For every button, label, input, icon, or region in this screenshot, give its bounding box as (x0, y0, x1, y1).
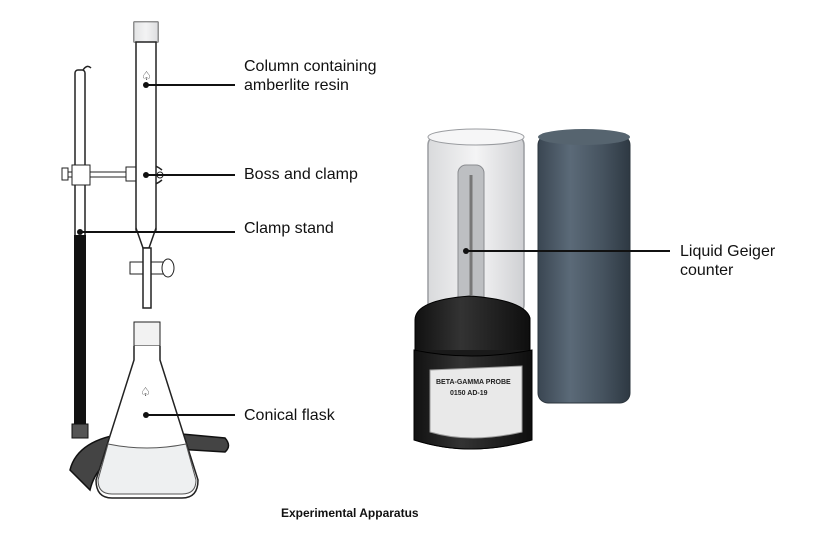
svg-text:♤: ♤ (140, 385, 151, 399)
leader-geiger (463, 248, 670, 254)
figure-caption: Experimental Apparatus (281, 506, 419, 520)
probe-text-line2: 0150 AD-19 (450, 390, 488, 397)
leader-clamp-stand (77, 229, 235, 235)
resin-column: ♤ (129, 21, 175, 309)
svg-text:♤: ♤ (141, 69, 152, 83)
label-clamp-stand: Clamp stand (244, 220, 334, 237)
label-column: Column containing amberlite resin (244, 58, 377, 94)
leader-column (143, 82, 235, 88)
probe-text-line1: BETA-GAMMA PROBE (436, 379, 511, 386)
conical-flask: ♤ (95, 321, 199, 499)
boss-and-clamp (61, 164, 164, 186)
leader-boss-clamp (143, 172, 235, 178)
label-boss-and-clamp: Boss and clamp (244, 166, 358, 183)
leader-conical-flask (143, 412, 235, 418)
label-geiger-counter: Liquid Geiger counter (680, 243, 776, 279)
label-conical-flask: Conical flask (244, 407, 335, 424)
geiger-cap (537, 129, 631, 404)
geiger-counter: BETA-GAMMA PROBE 0150 AD-19 (413, 128, 533, 450)
clamp-stand (74, 65, 92, 431)
